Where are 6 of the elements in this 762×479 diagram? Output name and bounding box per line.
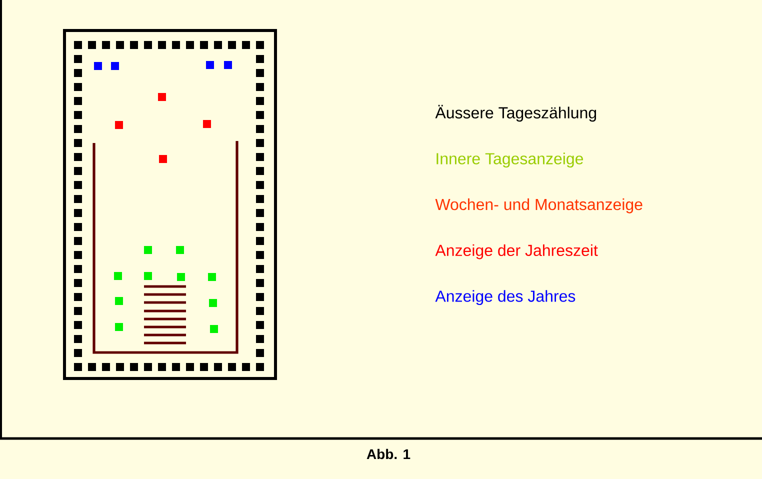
legend-text: Äussere Tageszählung [435, 104, 596, 122]
legend-text: Anzeige des Jahres [435, 290, 576, 306]
caption: Abb. 1 [366, 448, 410, 460]
legend-text: Innere Tagesanzeige [436, 152, 584, 168]
legend-text: Anzeige der Jahreszeit [435, 244, 598, 260]
legend-text: Wochen- und Monatsanzeige [435, 198, 642, 214]
